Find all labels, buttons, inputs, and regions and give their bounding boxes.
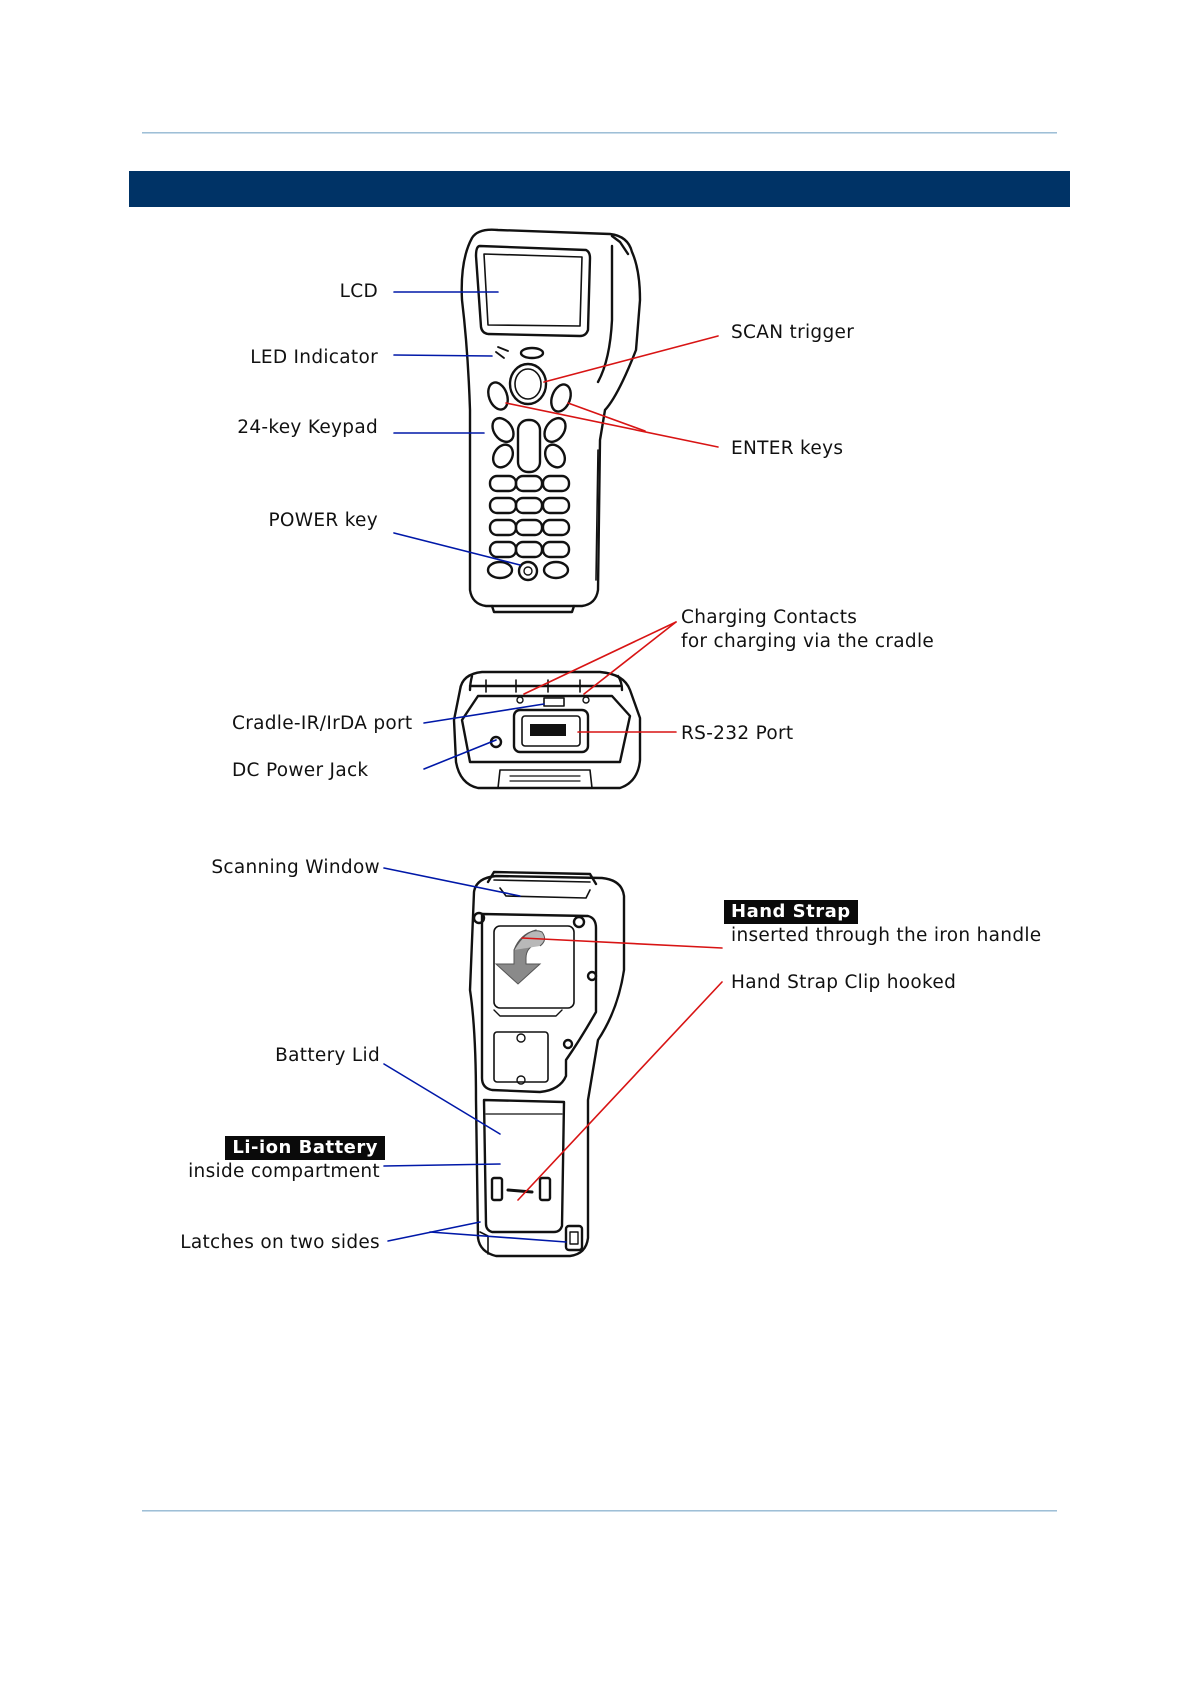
leader-strap-clip — [517, 981, 723, 1201]
label-latches: Latches on two sides — [180, 1232, 380, 1253]
label-scanning-window: Scanning Window — [211, 857, 380, 878]
hand-strap-arrow-icon — [494, 929, 546, 985]
leader-enter-a — [505, 402, 719, 448]
leader-enter-b — [567, 402, 646, 432]
label-hand-strap-sub: inserted through the iron handle — [731, 925, 1042, 946]
section-header-bar — [129, 171, 1070, 207]
leader-charging-b — [583, 621, 677, 695]
top-rule — [142, 132, 1057, 134]
label-charging-contacts: Charging Contacts — [681, 607, 858, 628]
label-scan-trigger: SCAN trigger — [731, 322, 855, 343]
label-rs232-port: RS-232 Port — [681, 723, 794, 744]
label-dc-power-jack: DC Power Jack — [232, 760, 369, 781]
label-power-key: POWER key — [268, 510, 378, 531]
leader-scan — [543, 335, 719, 383]
label-keypad: 24-key Keypad — [237, 417, 378, 438]
label-hand-strap-clip: Hand Strap Clip hooked — [731, 972, 957, 993]
leader-charging-a — [523, 621, 677, 695]
leader-hand-strap — [521, 937, 723, 949]
label-led-indicator: LED Indicator — [250, 347, 378, 368]
label-enter-keys: ENTER keys — [731, 438, 844, 459]
leader-scanning-window — [383, 867, 521, 897]
label-hand-strap: Hand Strap — [724, 900, 858, 924]
label-charging-contacts-sub: for charging via the cradle — [681, 631, 935, 652]
label-lcd: LCD — [339, 281, 378, 302]
leader-cradle — [423, 703, 545, 724]
leader-led — [393, 354, 493, 357]
leader-power — [393, 532, 521, 566]
label-li-ion-battery: Li-ion Battery — [225, 1136, 385, 1160]
leader-battery — [383, 1163, 501, 1167]
leader-latch-b — [429, 1231, 567, 1243]
back-view-device — [468, 870, 626, 1258]
label-cradle-ir-port: Cradle-IR/IrDA port — [232, 713, 413, 734]
leader-battery-lid — [383, 1063, 501, 1135]
bottom-rule — [142, 1510, 1057, 1512]
label-battery-sub: inside compartment — [188, 1161, 380, 1182]
front-view-device — [460, 228, 642, 614]
label-battery-lid: Battery Lid — [275, 1045, 380, 1066]
leader-dc — [423, 739, 497, 770]
bottom-view-device — [452, 670, 642, 790]
